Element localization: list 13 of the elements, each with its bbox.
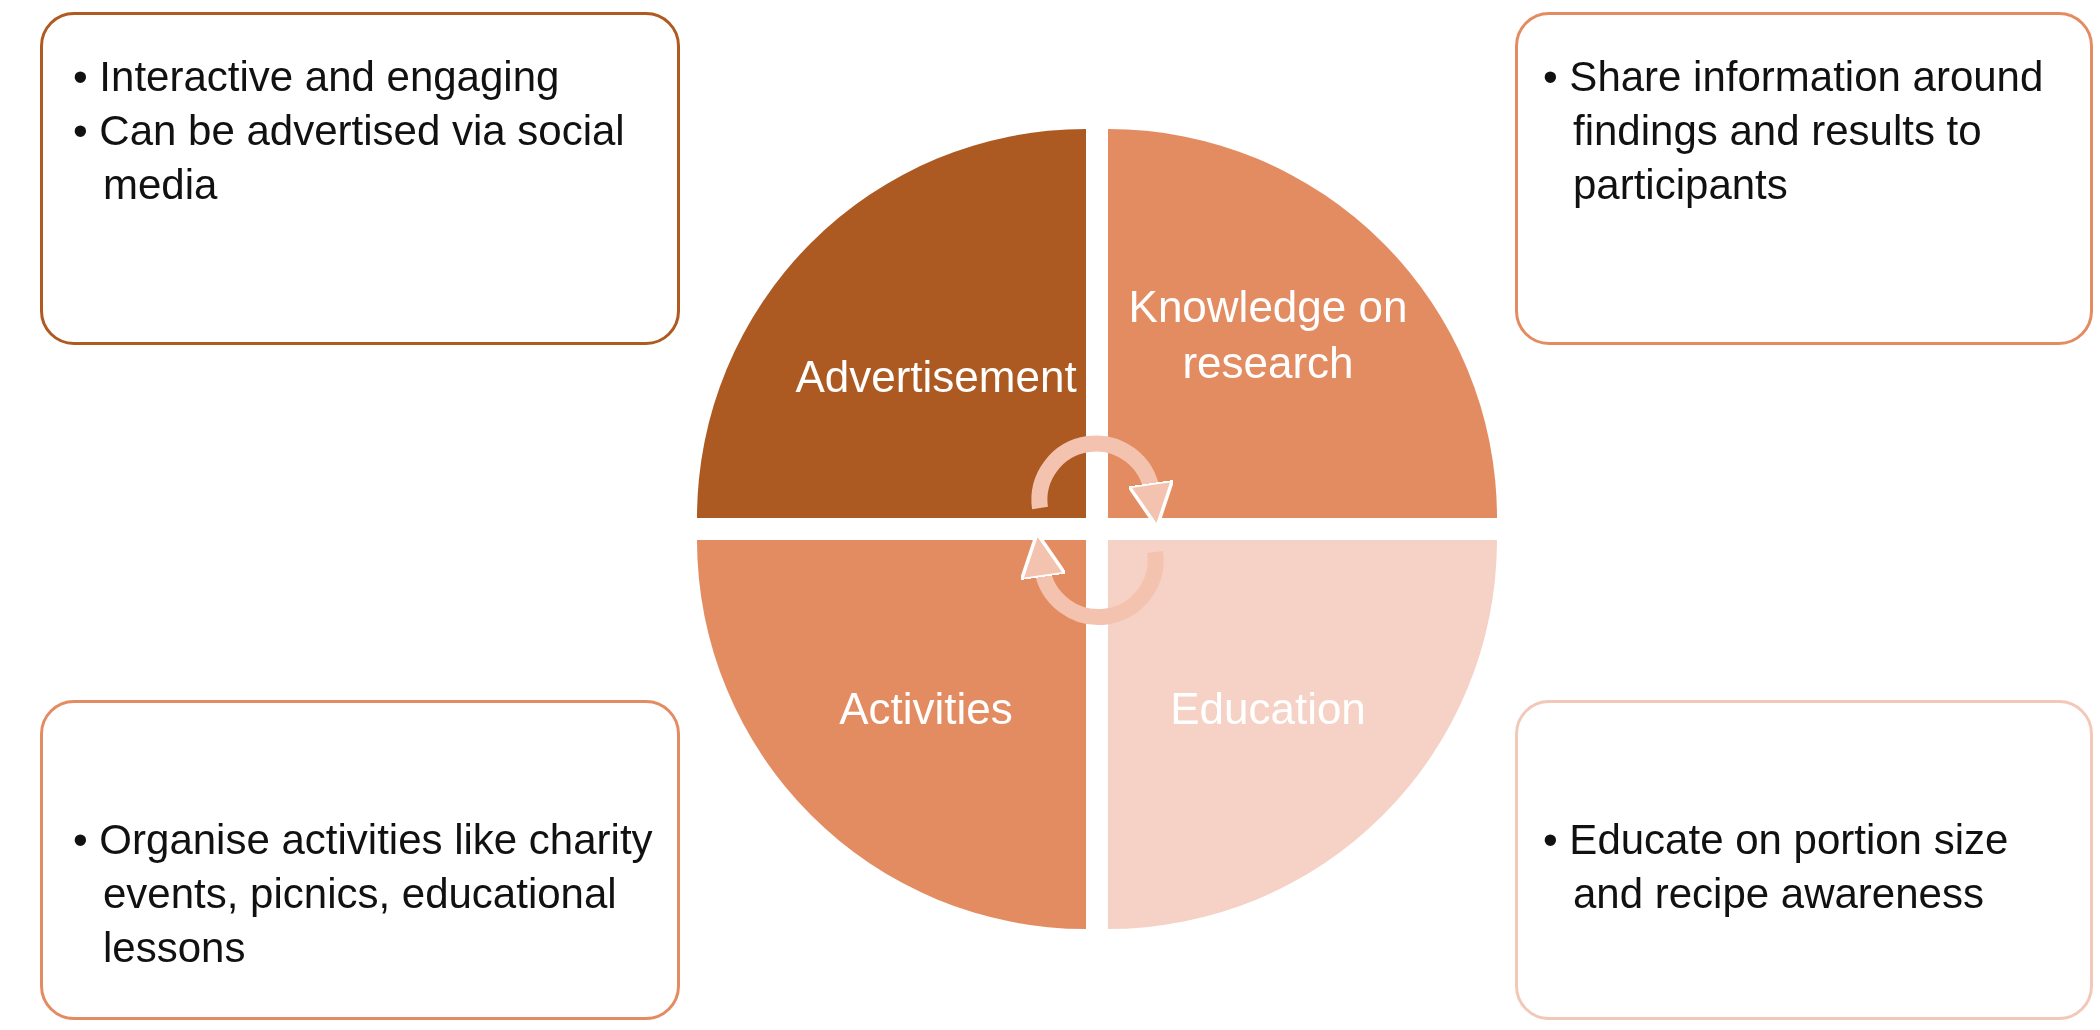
bullet-text: • Organise activities like charity events, picnics, educational lessons [73,815,653,973]
text-box [1515,12,2093,345]
segment-label: Education [1169,683,1367,735]
bullet-text: • Can be advertised via social media [73,106,626,210]
bullet-text: • Interactive and engaging [73,52,561,102]
segment-label: Activities [838,683,1014,735]
text-box [40,700,680,1020]
segment-label: Advertisement [794,351,1078,403]
bullet-text: • Educate on portion size and recipe awareness [1543,815,2010,919]
text-box [40,12,680,345]
segment-label: Knowledge on research [1127,281,1409,389]
bullet-text: • Share information around findings and results to participants [1543,52,2045,210]
text-box [1515,700,2093,1020]
